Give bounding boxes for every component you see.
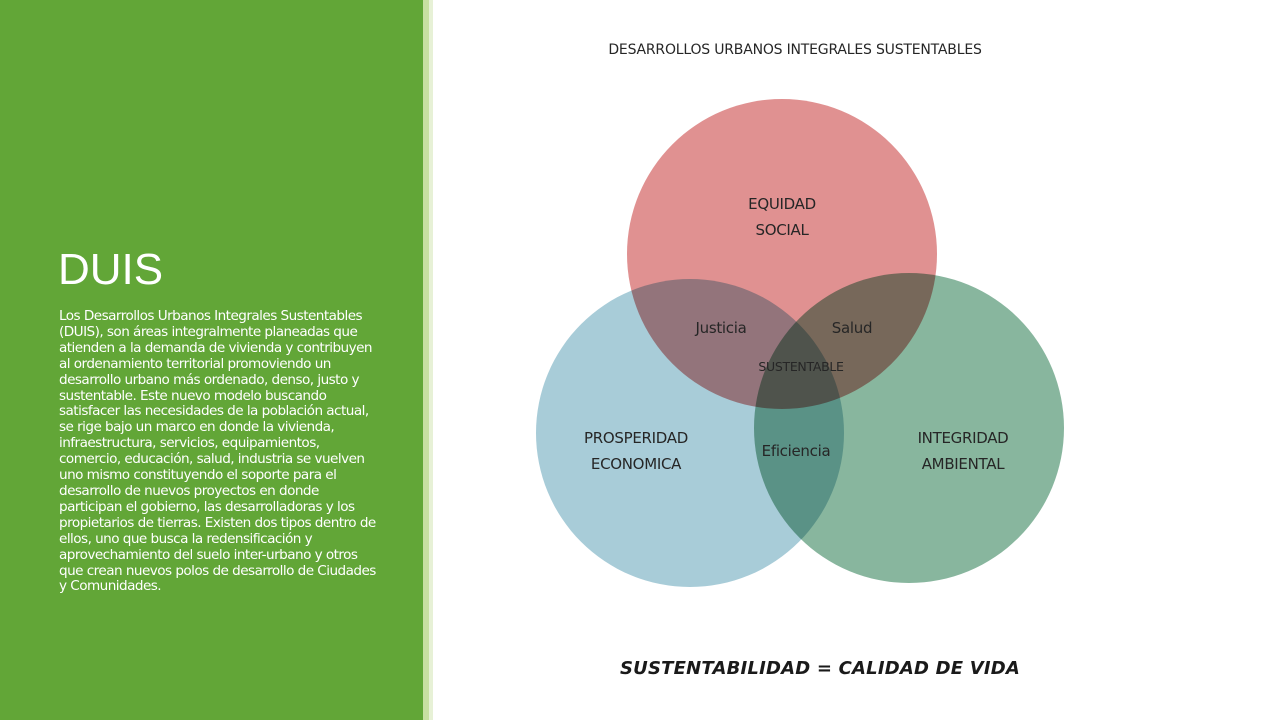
diagram-title: DESARROLLOS URBANOS INTEGRALES SUSTENTAB… [608, 42, 982, 58]
environmental-label-line1: INTEGRIDAD [918, 429, 1009, 447]
slide-title: DUIS [58, 245, 164, 294]
social-label-line2: SOCIAL [755, 221, 809, 239]
accent-stripe-light [429, 0, 433, 720]
footer-formula: SUSTENTABILIDAD = CALIDAD DE VIDA [620, 658, 1020, 679]
venn-diagram: EQUIDAD SOCIAL PROSPERIDAD ECONOMICA INT… [536, 99, 1064, 587]
center-sustentable-label: SUSTENTABLE [758, 359, 844, 374]
social-label-line1: EQUIDAD [748, 195, 816, 213]
accent-stripe [423, 0, 429, 720]
environmental-label-line2: AMBIENTAL [922, 455, 1005, 473]
economic-label-line1: PROSPERIDAD [584, 429, 688, 447]
overlap-justicia-label: Justicia [694, 319, 746, 337]
sidebar-panel: DUIS Los Desarrollos Urbanos Integrales … [0, 0, 423, 720]
circle-environmental [754, 273, 1064, 583]
economic-label-line2: ECONOMICA [591, 455, 682, 473]
overlap-eficiencia-label: Eficiencia [762, 442, 831, 460]
circle-economic [536, 279, 844, 587]
slide-description: Los Desarrollos Urbanos Integrales Suste… [59, 308, 376, 595]
overlap-salud-label: Salud [832, 319, 872, 337]
